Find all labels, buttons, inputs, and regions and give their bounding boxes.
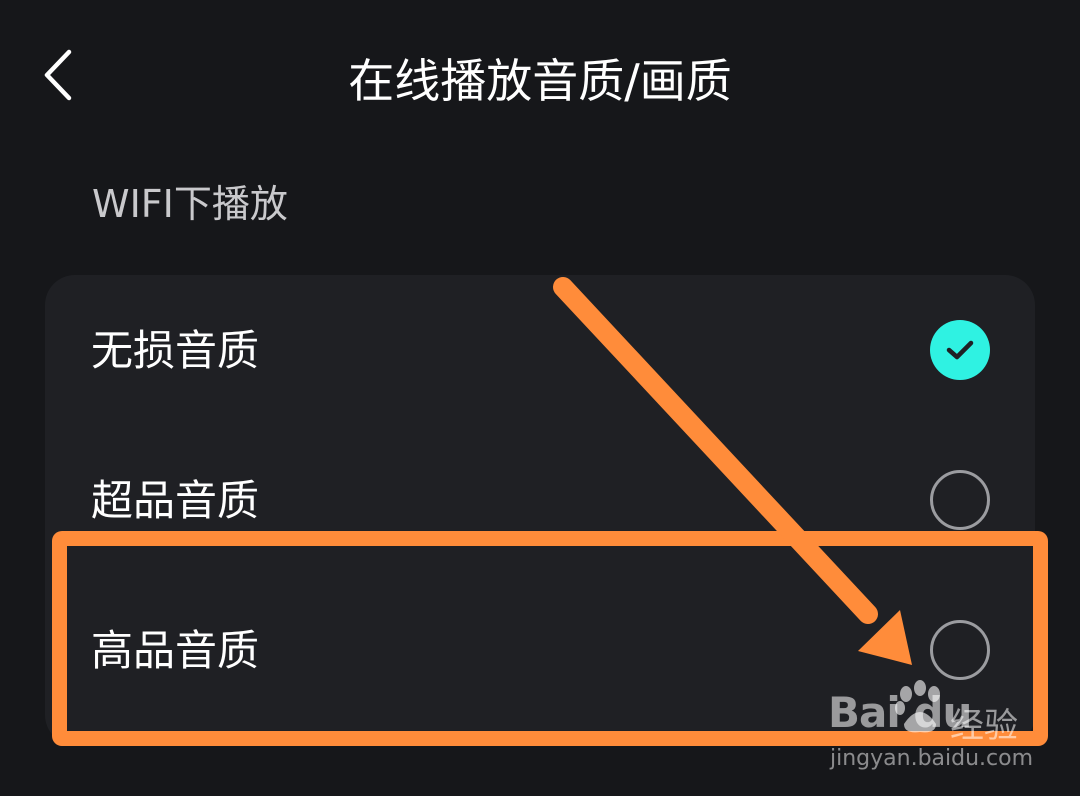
option-super-quality[interactable]: 超品音质 bbox=[45, 425, 1035, 575]
section-label-wifi: WIFI下播放 bbox=[92, 182, 288, 226]
chevron-left-icon bbox=[44, 49, 72, 101]
option-label: 超品音质 bbox=[91, 476, 260, 525]
back-button[interactable] bbox=[30, 40, 86, 110]
quality-options-card: 无损音质 超品音质 高品音质 bbox=[45, 275, 1035, 745]
option-label: 无损音质 bbox=[91, 326, 260, 375]
radio-unchecked-icon[interactable] bbox=[930, 620, 990, 680]
page-title: 在线播放音质/画质 bbox=[348, 54, 732, 108]
radio-checked-icon[interactable] bbox=[930, 320, 990, 380]
radio-unchecked-icon[interactable] bbox=[930, 470, 990, 530]
option-lossless[interactable]: 无损音质 bbox=[45, 275, 1035, 425]
option-high-quality[interactable]: 高品音质 bbox=[45, 575, 1035, 725]
option-label: 高品音质 bbox=[91, 626, 260, 675]
checkmark-icon bbox=[946, 340, 974, 360]
watermark-url: jingyan.baidu.com bbox=[830, 746, 1034, 771]
header-bar: 在线播放音质/画质 bbox=[0, 0, 1080, 160]
